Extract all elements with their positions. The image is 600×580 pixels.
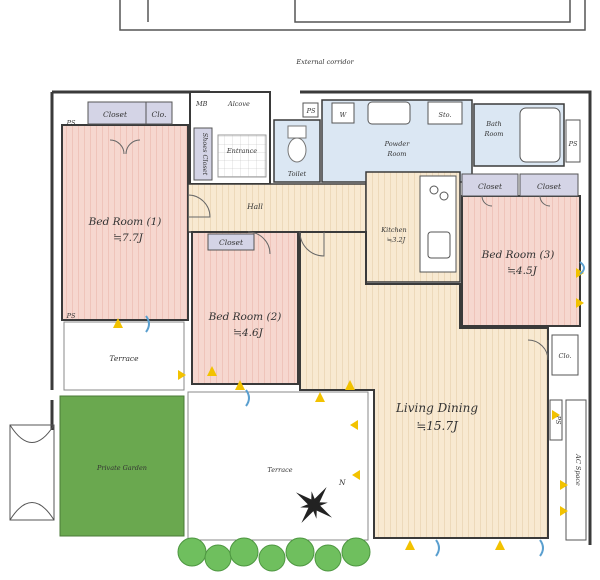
external-corridor-label: External corridor <box>295 58 354 66</box>
bedroom-3-closet-1 <box>461 173 519 197</box>
mb-label: MB <box>195 100 208 108</box>
powder-room-label-2: Room <box>387 150 407 158</box>
living-dining-label: Living Dining <box>395 401 478 415</box>
kitchen-sink-icon <box>427 231 451 259</box>
kitchen-label: Kitchen <box>380 226 406 234</box>
entrance-label: Entrance <box>226 147 257 155</box>
bedroom-2-label: Bed Room (2) <box>208 311 282 323</box>
washer-box <box>331 102 355 124</box>
kitchen-size: ≒3.2J <box>387 236 406 244</box>
shoes-closet-label: Shoes Closet <box>201 133 209 176</box>
bedroom-2-closet-label: Closet <box>219 238 244 247</box>
big-terrace-label: Terrace <box>267 466 292 474</box>
washer-label: W <box>340 111 348 119</box>
bedroom-3-closet-1-label: Closet <box>478 182 503 191</box>
bedroom-1-label: Bed Room (1) <box>88 216 162 228</box>
bedroom-3-closet-2-label: Closet <box>537 182 562 191</box>
bedroom-2-closet <box>207 233 255 251</box>
bedroom-1-clo-label: Clo. <box>152 110 167 119</box>
ps-box-right <box>565 119 581 163</box>
bedroom-2-floor <box>191 231 299 385</box>
private-garden <box>59 395 185 537</box>
upper-building-outline <box>119 0 586 31</box>
small-terrace <box>63 321 185 391</box>
hall-floor <box>187 183 367 233</box>
storage-label: Sto. <box>439 111 452 119</box>
hall-label: Hall <box>246 202 263 211</box>
bedroom-2-size: ≒4.6J <box>233 327 263 339</box>
ps-label-4: PS <box>568 140 578 148</box>
ac-space-label: AC Space <box>574 453 582 486</box>
living-clo <box>551 334 579 376</box>
ps-label-5: PS <box>554 415 562 425</box>
small-terrace-label: Terrace <box>109 354 139 363</box>
ps-box-top <box>302 102 319 118</box>
bedroom-1-clo <box>145 101 173 125</box>
compass-n-label: N <box>338 478 346 487</box>
ps-label-1: PS <box>66 119 76 127</box>
living-clo-label: Clo. <box>559 352 572 360</box>
bedroom-3-closet-2 <box>519 173 579 197</box>
stove-burner-icon <box>439 191 449 201</box>
bedroom-3-label: Bed Room (3) <box>481 249 555 261</box>
living-dining-size: ≒15.7J <box>416 419 459 433</box>
toilet-tank-icon <box>287 125 307 139</box>
ventilation-arrows <box>113 268 584 550</box>
private-garden-label: Private Garden <box>96 464 147 472</box>
alcove-label: Alcove <box>227 100 250 108</box>
ps-box-living <box>549 399 563 441</box>
bath-room-label-2: Room <box>484 130 504 138</box>
bathtub-icon <box>519 107 561 163</box>
bedroom-3-floor <box>461 195 581 327</box>
bedroom-1-floor <box>61 124 189 321</box>
bath-room-label-1: Bath <box>485 120 501 128</box>
ac-space <box>565 399 587 541</box>
bedroom-3-size: ≒4.5J <box>507 265 537 277</box>
shoes-closet <box>193 127 213 181</box>
entrance-tiles <box>217 134 267 178</box>
compass-icon <box>295 486 333 524</box>
storage-box <box>427 101 463 125</box>
toilet-bowl-icon <box>287 137 307 163</box>
toilet-label: Toilet <box>288 170 307 178</box>
airflow-swirls <box>145 261 585 557</box>
door-swings <box>109 139 551 361</box>
stove-burner-icon <box>429 185 439 195</box>
bedroom-1-closet-label: Closet <box>103 110 128 119</box>
big-terrace <box>187 391 369 541</box>
vanity-sink-icon <box>367 101 411 125</box>
bedroom-1-size: ≒7.7J <box>113 232 143 244</box>
ps-label-2: PS <box>66 312 76 320</box>
ps-label-3: PS <box>306 107 316 115</box>
tree-hedge <box>177 537 371 572</box>
garden-gate <box>9 424 55 521</box>
powder-room-label-1: Powder <box>384 140 411 148</box>
